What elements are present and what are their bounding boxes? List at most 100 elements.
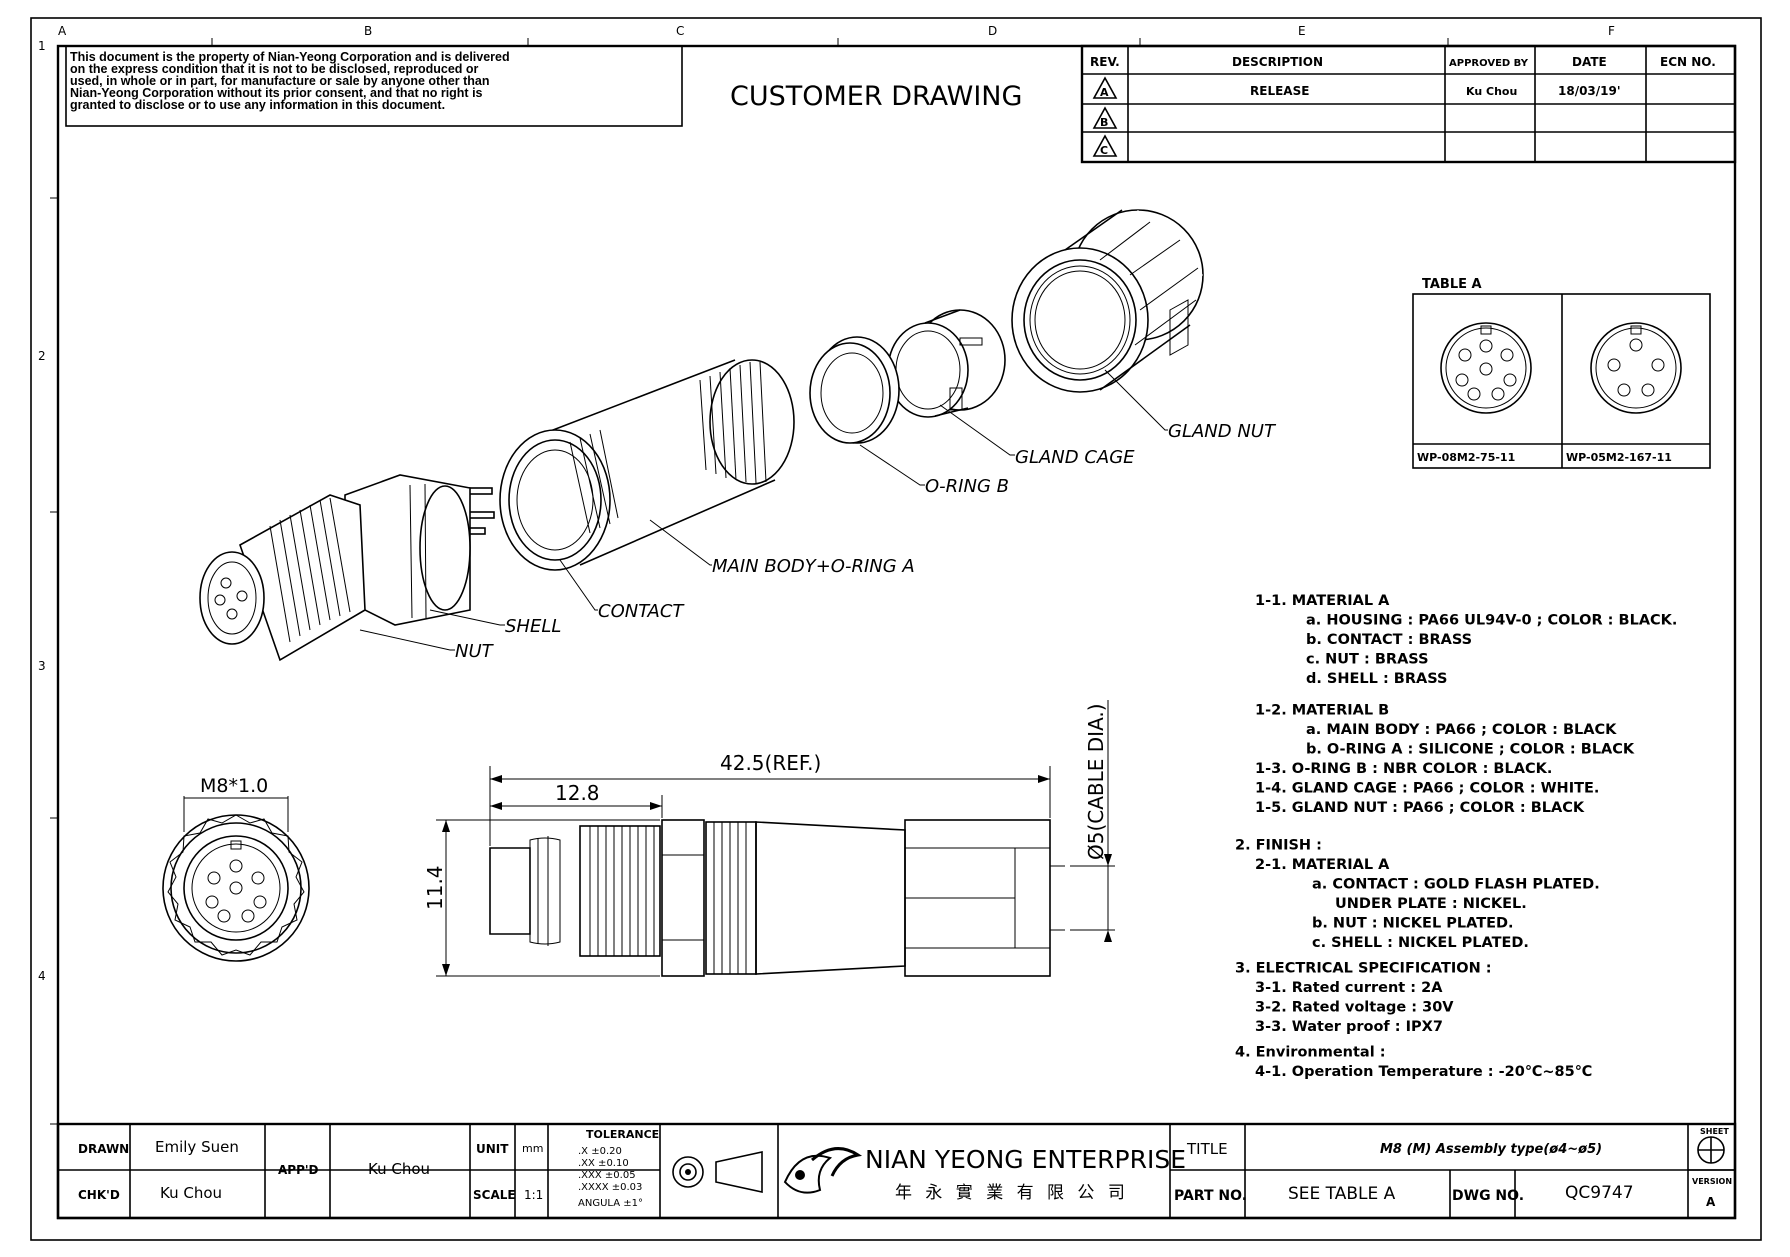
spec-line: UNDER PLATE : NICKEL.	[1335, 896, 1527, 912]
disclaimer-line: This document is the property of Nian-Ye…	[70, 50, 510, 64]
spec-line: 1-3. O-RING B : NBR COLOR : BLACK.	[1255, 761, 1552, 777]
spec-line: 3-1. Rated current : 2A	[1255, 980, 1443, 996]
scale-value: 1:1	[524, 1188, 543, 1202]
zone-top-a: A	[58, 24, 67, 38]
front-view: M8*1.0	[162, 775, 310, 962]
zone-top-f: F	[1608, 24, 1615, 38]
zone-side-2: 2	[38, 349, 46, 363]
sheet-symbol-icon	[1697, 1136, 1725, 1164]
nut-part	[199, 494, 366, 662]
table-a-title: TABLE A	[1422, 277, 1482, 292]
spec-line: 1-4. GLAND CAGE : PA66 ; COLOR : WHITE.	[1255, 781, 1599, 797]
callout-gland-nut: GLAND NUT	[1168, 421, 1277, 442]
tolerance-row: .XXX ±0.05	[578, 1170, 636, 1181]
dwgno-value: QC9747	[1565, 1183, 1634, 1203]
drawing-title: CUSTOMER DRAWING	[730, 81, 1022, 112]
version-label: VERSION	[1692, 1177, 1732, 1186]
callout-nut: NUT	[455, 641, 495, 662]
rev-c: C	[1100, 144, 1108, 157]
callout-shell: SHELL	[505, 616, 561, 637]
pin-face-5-icon	[1590, 322, 1682, 414]
spec-line: 3-3. Water proof : IPX7	[1255, 1019, 1443, 1035]
spec-line: a. CONTACT : GOLD FLASH PLATED.	[1312, 877, 1600, 893]
callout-gland-cage: GLAND CAGE	[1015, 447, 1135, 468]
projection-symbol-icon	[672, 1151, 763, 1193]
title-value: M8 (M) Assembly type(ø4~ø5)	[1380, 1142, 1602, 1157]
approved-header: APPROVED BY	[1449, 58, 1529, 69]
spec-line: 3. ELECTRICAL SPECIFICATION :	[1235, 961, 1492, 977]
date-header: DATE	[1572, 55, 1607, 69]
zone-top-c: C	[676, 24, 684, 38]
disclaimer-line: on the express condition that it is not …	[70, 62, 479, 76]
oring-b-part	[809, 336, 900, 444]
callout-main-body: MAIN BODY+O-RING A	[712, 556, 915, 577]
spec-line: b. O-RING A : SILICONE ; COLOR : BLACK	[1306, 742, 1635, 758]
dwgno-label: DWG NO.	[1452, 1188, 1524, 1204]
version-value: A	[1706, 1195, 1716, 1209]
disclaimer-line: granted to disclose or to use any inform…	[70, 98, 445, 112]
leader-lines	[359, 369, 1168, 651]
company-name-cn: 年 永 實 業 有 限 公 司	[895, 1183, 1129, 1203]
tolerance-row: .XX ±0.10	[578, 1158, 629, 1169]
outer-frame	[30, 17, 1762, 1241]
title-label: TITLE	[1186, 1140, 1228, 1158]
rev-triangle-b-icon	[1092, 106, 1118, 129]
spec-line: c. NUT : BRASS	[1306, 652, 1429, 668]
zone-markers: A B C D E F 1 2 3 4	[38, 24, 1615, 1125]
zone-top-e: E	[1298, 24, 1306, 38]
table-a-part-2: WP-05M2-167-11	[1566, 451, 1672, 464]
partno-label: PART NO.	[1174, 1188, 1247, 1204]
title-block: DRAWN Emily Suen CHK'D Ku Chou APP'D Ku …	[56, 1122, 1737, 1220]
zone-side-3: 3	[38, 659, 46, 673]
unit-value: mm	[522, 1142, 543, 1155]
rev-a-date: 18/03/19'	[1558, 84, 1621, 98]
description-header: DESCRIPTION	[1232, 55, 1323, 69]
dim-front: 12.8	[555, 781, 600, 805]
zone-top-d: D	[988, 24, 997, 38]
dim-height: 11.4	[423, 865, 447, 910]
table-a-part-1: WP-08M2-75-11	[1417, 451, 1515, 464]
spec-notes: 1-1. MATERIAL Aa. HOUSING : PA66 UL94V-0…	[1235, 593, 1677, 1080]
ecn-header: ECN NO.	[1660, 55, 1716, 69]
spec-line: b. CONTACT : BRASS	[1306, 632, 1472, 648]
spec-line: c. SHELL : NICKEL PLATED.	[1312, 935, 1529, 951]
sheet-label: SHEET	[1700, 1127, 1729, 1136]
shell-part	[344, 474, 471, 626]
company-name: NIAN YEONG ENTERPRISE	[865, 1145, 1186, 1174]
callout-oring-b: O-RING B	[925, 476, 1009, 497]
rev-triangle-c-icon	[1092, 134, 1118, 157]
zone-top-b: B	[364, 24, 372, 38]
exploded-view	[199, 209, 1204, 662]
appd-value: Ku Chou	[368, 1160, 430, 1178]
dim-cable: Ø5(CABLE DIA.)	[1084, 703, 1108, 860]
spec-line: 2-1. MATERIAL A	[1255, 857, 1390, 873]
rev-header: REV.	[1090, 55, 1120, 69]
zone-side-1: 1	[38, 39, 46, 53]
rev-a-description: RELEASE	[1250, 84, 1309, 98]
table-a: TABLE A WP-08M2-75	[1412, 277, 1711, 469]
tolerance-title: TOLERANCE	[586, 1128, 659, 1141]
partno-value: SEE TABLE A	[1288, 1184, 1396, 1204]
appd-label: APP'D	[278, 1163, 319, 1177]
drawn-value: Emily Suen	[155, 1138, 239, 1156]
gland-cage-part	[887, 309, 1006, 418]
chkd-value: Ku Chou	[160, 1184, 222, 1202]
tolerance-row: ANGULA ±1°	[578, 1198, 643, 1209]
spec-line: 1-1. MATERIAL A	[1255, 593, 1390, 609]
spec-line: d. SHELL : BRASS	[1306, 671, 1447, 687]
callout-contact: CONTACT	[598, 601, 685, 622]
chkd-label: CHK'D	[78, 1188, 120, 1202]
tolerance-row: .X ±0.20	[578, 1146, 622, 1157]
rev-a-approved: Ku Chou	[1466, 85, 1517, 98]
spec-line: 1-2. MATERIAL B	[1255, 703, 1389, 719]
rev-a: A	[1100, 86, 1109, 99]
scale-label: SCALE	[473, 1188, 516, 1202]
dim-thread: M8*1.0	[200, 775, 268, 797]
company-logo-icon	[783, 1147, 863, 1194]
disclaimer-line: Nian-Yeong Corporation without its prior…	[70, 86, 483, 100]
spec-line: b. NUT : NICKEL PLATED.	[1312, 916, 1514, 932]
spec-line: a. MAIN BODY : PA66 ; COLOR : BLACK	[1306, 722, 1617, 738]
spec-line: 3-2. Rated voltage : 30V	[1255, 1000, 1454, 1016]
unit-label: UNIT	[476, 1142, 509, 1156]
